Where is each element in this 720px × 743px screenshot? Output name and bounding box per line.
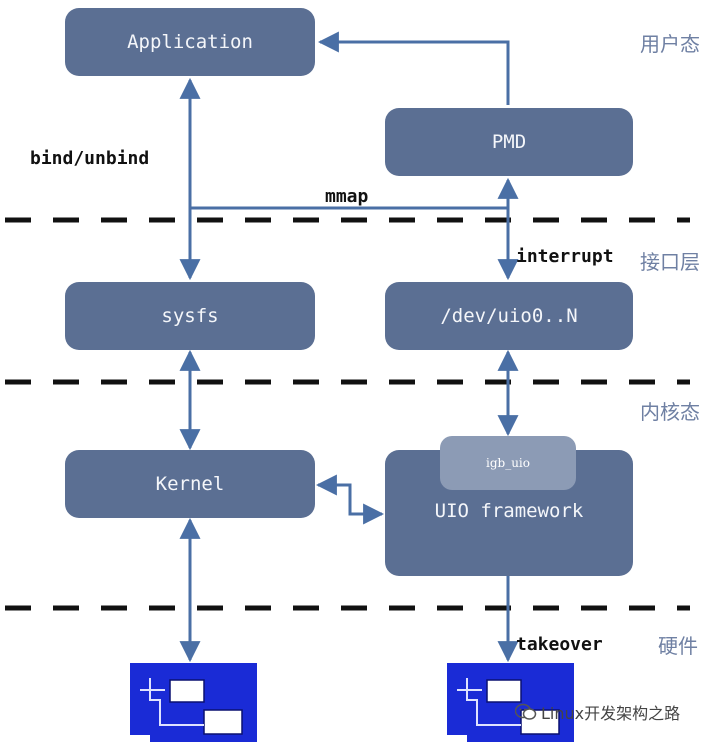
- mmap-label: mmap: [325, 186, 369, 207]
- uio-framework-box: UIO framework: [385, 450, 633, 576]
- dev-uio-label: /dev/uio0..N: [440, 305, 578, 327]
- watermark: Linux开发架构之路: [515, 700, 680, 724]
- igb-uio-box: igb_uio: [440, 436, 576, 490]
- layer-hardware: 硬件: [658, 634, 698, 658]
- bind-unbind-label: bind/unbind: [30, 148, 150, 169]
- watermark-text: Linux开发架构之路: [541, 704, 681, 723]
- sysfs-label: sysfs: [161, 305, 219, 327]
- pmd-box: PMD: [385, 108, 633, 176]
- pmd-label: PMD: [491, 131, 527, 153]
- nic-card-left-icon: [130, 663, 257, 742]
- sysfs-box: sysfs: [65, 282, 315, 350]
- arrow-pmd-application: [317, 31, 510, 105]
- layer-user-space: 用户态: [640, 32, 700, 56]
- layer-interface: 接口层: [640, 250, 700, 274]
- kernel-label: Kernel: [155, 473, 225, 495]
- kernel-box: Kernel: [65, 450, 315, 518]
- uio-framework-label: UIO framework: [434, 500, 584, 522]
- layer-kernel-space: 内核态: [640, 400, 700, 424]
- dev-uio-box: /dev/uio0..N: [385, 282, 633, 350]
- takeover-label: takeover: [516, 634, 603, 655]
- application-box: Application: [65, 8, 315, 76]
- nic-card-right-icon: [447, 663, 574, 742]
- interrupt-label: interrupt: [516, 246, 614, 267]
- wechat-icon: [515, 703, 537, 720]
- arrow-kernel-uio-framework: [315, 474, 385, 525]
- igb-uio-label: igb_uio: [486, 456, 530, 470]
- application-label: Application: [127, 31, 253, 53]
